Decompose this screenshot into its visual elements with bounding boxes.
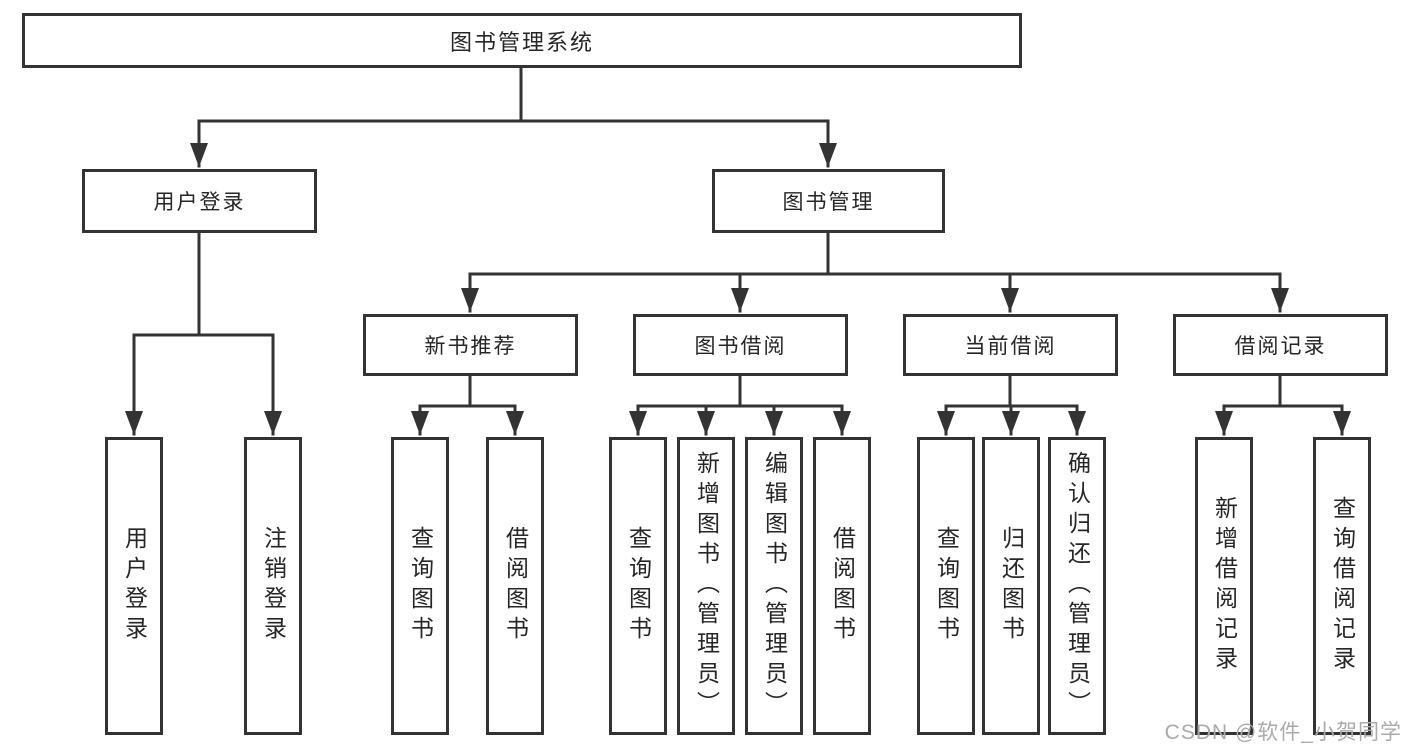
- leaf-newbook-borrow-book: 借阅图书: [486, 437, 544, 735]
- node-label: 查询图书: [933, 526, 960, 646]
- leaf-borrow-query-book: 查询图书: [609, 437, 667, 735]
- node-label: 用户登录: [153, 191, 246, 214]
- node-label: 查询借阅记录: [1329, 496, 1356, 676]
- leaf-borrow-borrow-book: 借阅图书: [813, 437, 871, 735]
- node-label: 图书管理: [782, 191, 875, 214]
- node-new-book-recommend: 新书推荐: [363, 314, 578, 376]
- node-label: 借阅记录: [1234, 335, 1327, 358]
- node-label: 编辑图书（管理员）: [761, 451, 788, 721]
- node-label: 归还图书: [998, 526, 1025, 646]
- leaf-logout: 注销登录: [244, 437, 302, 735]
- node-label: 查询图书: [625, 526, 652, 646]
- leaf-borrow-edit-book-admin: 编辑图书（管理员）: [745, 437, 803, 735]
- node-label: 借阅图书: [829, 526, 856, 646]
- node-root-system: 图书管理系统: [22, 13, 1022, 68]
- tree-connector-path: [132, 66, 1344, 436]
- node-label: 新书推荐: [424, 335, 517, 358]
- node-user-login: 用户登录: [82, 169, 317, 233]
- leaf-current-query-book: 查询图书: [917, 437, 975, 735]
- node-label: 注销登录: [260, 526, 287, 646]
- node-label: 借阅图书: [502, 526, 529, 646]
- node-borrow-record: 借阅记录: [1173, 314, 1388, 376]
- node-book-borrow: 图书借阅: [633, 314, 848, 376]
- leaf-borrow-add-book-admin: 新增图书（管理员）: [677, 437, 735, 735]
- leaf-record-add-borrow-record: 新增借阅记录: [1195, 437, 1253, 735]
- leaf-current-confirm-return-admin: 确认归还（管理员）: [1048, 437, 1106, 735]
- node-label: 新增图书（管理员）: [693, 451, 720, 721]
- node-label: 用户登录: [121, 526, 148, 646]
- arrowhead-icons: [125, 143, 1351, 435]
- leaf-newbook-query-book: 查询图书: [391, 437, 449, 735]
- node-label: 确认归还（管理员）: [1064, 451, 1091, 721]
- node-label: 图书借阅: [694, 335, 787, 358]
- leaf-current-return-book: 归还图书: [982, 437, 1040, 735]
- node-current-borrow: 当前借阅: [903, 314, 1118, 376]
- node-label: 当前借阅: [964, 335, 1057, 358]
- leaf-record-query-borrow-record: 查询借阅记录: [1313, 437, 1371, 735]
- leaf-user-login: 用户登录: [105, 437, 163, 735]
- node-book-management: 图书管理: [712, 169, 945, 233]
- node-label: 新增借阅记录: [1211, 496, 1238, 676]
- node-label: 图书管理系统: [449, 29, 594, 55]
- node-label: 查询图书: [407, 526, 434, 646]
